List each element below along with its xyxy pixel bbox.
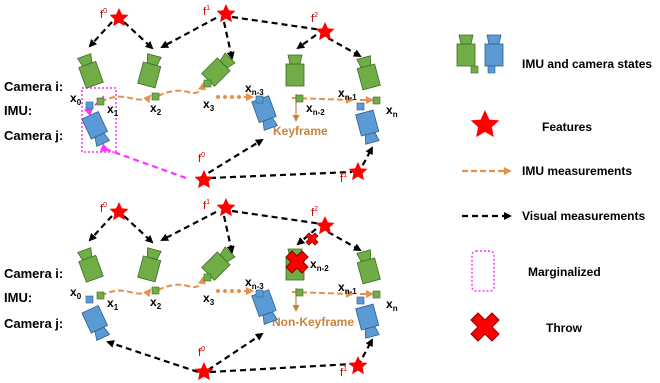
bottom-diagram: Camera i: IMU: Camera j: Non-Keyf	[4, 198, 398, 381]
svg-text:xn: xn	[386, 103, 398, 119]
svg-text:xn-2: xn-2	[306, 101, 325, 117]
legend-marginalized-icon	[471, 250, 495, 292]
svg-text:f0: f0	[198, 152, 205, 165]
throw-cross-icon	[285, 232, 319, 274]
bottom-imu-measurements	[100, 276, 374, 298]
legend-visual-label: Visual measurements	[522, 209, 646, 223]
bottom-imu-label: IMU:	[4, 290, 32, 305]
svg-text:xn-1: xn-1	[338, 280, 357, 296]
top-camera-states	[75, 51, 382, 148]
svg-text:f1: f1	[203, 5, 210, 18]
svg-text:f2: f2	[311, 206, 318, 219]
legend-states-icon	[456, 34, 504, 74]
bottom-camera-i-label: Camera i:	[4, 266, 63, 281]
top-frame-label: Keyframe	[273, 124, 328, 138]
svg-text:x3: x3	[203, 291, 215, 307]
svg-text:f1: f1	[203, 199, 210, 212]
top-imu-dots	[216, 95, 241, 99]
bottom-camera-j-label: Camera j:	[4, 316, 63, 331]
svg-text:x3: x3	[203, 97, 215, 113]
svg-text:x2: x2	[150, 101, 162, 117]
svg-text:x1: x1	[107, 102, 119, 118]
top-imu-measurements	[100, 82, 374, 104]
top-diagram: Camera i: IMU: Camera j:	[4, 4, 398, 189]
feature-star-icon	[216, 4, 236, 23]
svg-text:f1: f1	[340, 172, 347, 185]
legend: IMU and camera states Features IMU measu…	[456, 34, 652, 342]
legend-feature-star-icon	[470, 110, 500, 138]
svg-text:xn-2: xn-2	[310, 257, 329, 273]
top-state-labels: x0 x1 x2 x3 xn-3 xn-2 xn-1 xn	[70, 81, 398, 119]
bottom-features: f0 f1 f2 f0 f1	[100, 198, 368, 381]
legend-throw-cross-icon	[470, 312, 500, 342]
svg-text:x1: x1	[107, 296, 119, 312]
legend-states-label: IMU and camera states	[522, 57, 652, 71]
legend-throw-label: Throw	[546, 321, 583, 335]
top-camera-i-label: Camera i:	[4, 79, 63, 94]
top-imu-label: IMU:	[4, 103, 32, 118]
svg-text:f2: f2	[311, 12, 318, 25]
feature-star-icon	[348, 162, 368, 181]
marginalized-arrow	[99, 143, 187, 180]
svg-text:xn-3: xn-3	[245, 275, 264, 291]
svg-text:f0: f0	[100, 8, 107, 21]
legend-imu-label: IMU measurements	[522, 164, 632, 178]
legend-marginalized-label: Marginalized	[528, 265, 601, 279]
top-imu-states	[96, 79, 381, 106]
svg-text:x0: x0	[70, 285, 82, 301]
svg-text:x2: x2	[150, 295, 162, 311]
bottom-frame-label: Non-Keyframe	[272, 315, 354, 329]
svg-text:xn: xn	[386, 297, 398, 313]
svg-text:f0: f0	[100, 202, 107, 215]
feature-star-icon	[315, 22, 335, 41]
legend-features-label: Features	[542, 120, 592, 134]
top-camera-j-label: Camera j:	[4, 128, 63, 143]
top-features: f0 f1 f2 f0 f1	[100, 4, 368, 189]
svg-text:f0: f0	[198, 346, 205, 359]
svg-text:xn-1: xn-1	[338, 86, 357, 102]
svg-text:xn-3: xn-3	[245, 81, 264, 97]
svg-text:f1: f1	[340, 366, 347, 379]
svg-text:x0: x0	[70, 91, 82, 107]
bottom-visual-measurements	[88, 209, 373, 374]
